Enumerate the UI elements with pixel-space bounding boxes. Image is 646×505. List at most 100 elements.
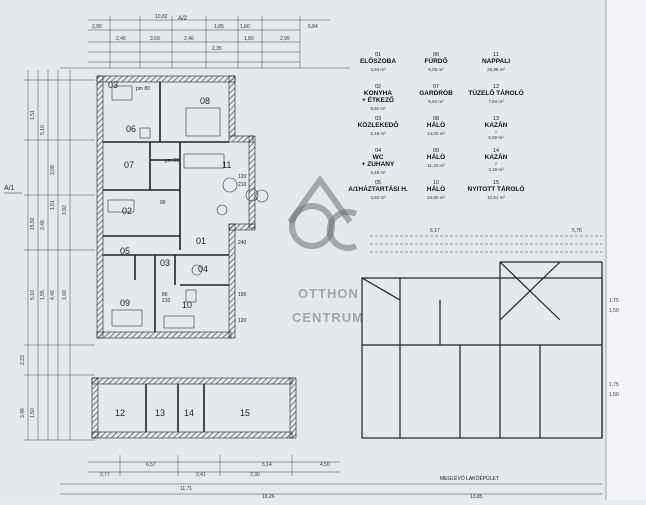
legend-area: 5,54 m²	[428, 99, 444, 104]
legend-number: 02	[375, 84, 381, 90]
legend-number: 06	[433, 52, 439, 58]
room-label-01: 01	[196, 236, 206, 246]
dim-top-6: 1,60	[240, 24, 250, 30]
legend-number: 12	[493, 84, 499, 90]
legend-name: KÖZLEKEDŐ	[358, 120, 399, 129]
legend-number: 07	[433, 84, 439, 90]
existing-building-label: MEGLÉVŐ LAKÓÉPÜLET	[440, 475, 499, 482]
paper-margin	[606, 0, 646, 500]
room-label-13: 13	[155, 408, 165, 418]
door-code-6: 150	[238, 292, 247, 298]
dim-left-3: 3,08	[50, 165, 56, 175]
section-mark-label: A/1	[4, 185, 15, 192]
dim-top-7: 1,80	[244, 36, 254, 42]
left-dimension-values: 1,51 5,10 15,92 3,08 1,51 3,92 2,48 4,46…	[20, 110, 68, 418]
legend-area: 14,00 m²	[427, 131, 445, 136]
room-label-06: 06	[126, 124, 136, 134]
room-label-09: 09	[120, 298, 130, 308]
watermark-line2: CENTRUM	[292, 310, 364, 325]
dim-left-1: 5,10	[40, 125, 46, 135]
dim-left-6: 2,48	[40, 220, 46, 230]
legend-area: 3,62 m²	[370, 195, 386, 200]
dim-bottom-1: 6,57	[146, 462, 156, 468]
legend-name: WC	[373, 154, 384, 161]
legend-number: 01	[375, 52, 381, 58]
legend-name: + ÉTKEZŐ	[362, 95, 394, 104]
room-label-02: 02	[122, 206, 132, 216]
dim-left-12: 3,48	[20, 408, 26, 418]
room-label-07: 07	[124, 160, 134, 170]
top-dimension-values: 10,82 2,90 2,46 3,59 2,46 1,85 1,60 1,80…	[92, 14, 318, 52]
room-label-11: 11	[222, 160, 231, 170]
dim-top-10: 2,35	[212, 46, 222, 52]
legend-name: KAZÁN	[485, 152, 508, 161]
watermark-logo: OTTHON CENTRUM	[287, 174, 364, 325]
legend-area: 11,34 m²	[427, 163, 445, 168]
dim-top-9: 6,84	[308, 24, 318, 30]
door-code-0: pm 80	[136, 86, 150, 92]
dim-left-4: 1,51	[50, 200, 56, 210]
dim-top-5: 1,85	[214, 24, 224, 30]
room-label-14: 14	[184, 408, 194, 418]
dim-bottom-0: 2,77	[100, 472, 110, 478]
room-label-04: 04	[198, 264, 208, 274]
dim-left-2: 15,92	[30, 217, 36, 230]
dim-left-0: 1,51	[30, 110, 36, 120]
legend-name: HÁLÓ	[427, 120, 445, 129]
dim-right-0: 5,76	[572, 228, 582, 234]
roof-dashed-lines	[370, 235, 602, 253]
door-code-8: 210	[162, 298, 171, 304]
room-label-08: 08	[200, 96, 210, 106]
bottom-dimension-values: 2,77 6,57 2,41 2,30 11,71 5,14 4,50 16,2…	[100, 462, 483, 500]
dim-bottom-8: 13,85	[470, 494, 483, 500]
legend-area: 3,54 m²	[370, 67, 386, 72]
legend-name: FÜRDŐ	[424, 56, 447, 65]
legend-area: 7,84 m²	[488, 99, 504, 104]
legend-name: NYITOTT TÁROLÓ	[468, 184, 525, 193]
room-label-10: 10	[182, 300, 192, 310]
door-code-4: 90	[160, 200, 166, 206]
dim-bottom-7: 16,26	[262, 494, 275, 500]
legend-area: 6,05 m²	[428, 67, 444, 72]
dim-right-5: 1,50	[609, 392, 619, 398]
legend-name: KONYHA	[364, 90, 392, 97]
right-dimension-values: 5,76 6,17 1,75 1,50 1,75 1,50	[430, 228, 619, 398]
legend-entry-05: 05A/1HÁZTARTÁSI H.3,62 m²	[348, 180, 408, 200]
legend-number: 15	[493, 180, 499, 186]
legend-name: ELŐSZOBA	[360, 56, 396, 65]
dim-left-7: 4,46	[50, 290, 56, 300]
interior-partitions	[103, 82, 229, 332]
dim-right-1: 6,17	[430, 228, 440, 234]
door-code-7: 80	[162, 292, 168, 298]
dim-bottom-5: 5,14	[262, 462, 272, 468]
legend-number: 03	[375, 116, 381, 122]
legend-name: HÁLÓ	[427, 184, 445, 193]
legend-number: 11	[493, 52, 499, 58]
door-code-2: 120	[238, 174, 247, 180]
dim-top-2: 2,46	[116, 36, 126, 42]
legend-name: KAZÁN	[485, 120, 508, 129]
dim-left-11: 2,23	[20, 355, 26, 365]
dim-left-5: 3,92	[62, 205, 68, 215]
existing-building-outline	[361, 261, 603, 439]
room-label-03: 03	[108, 80, 118, 90]
legend-name: A/1HÁZTARTÁSI H.	[348, 184, 408, 193]
legend-area: 10,51 m²	[487, 195, 505, 200]
dim-left-13: 1,50	[30, 408, 36, 418]
legend-number: 04	[375, 148, 381, 154]
dim-right-4: 1,75	[609, 382, 619, 388]
legend-area: 10,80 m²	[427, 195, 445, 200]
dim-top-3: 3,59	[150, 36, 160, 42]
